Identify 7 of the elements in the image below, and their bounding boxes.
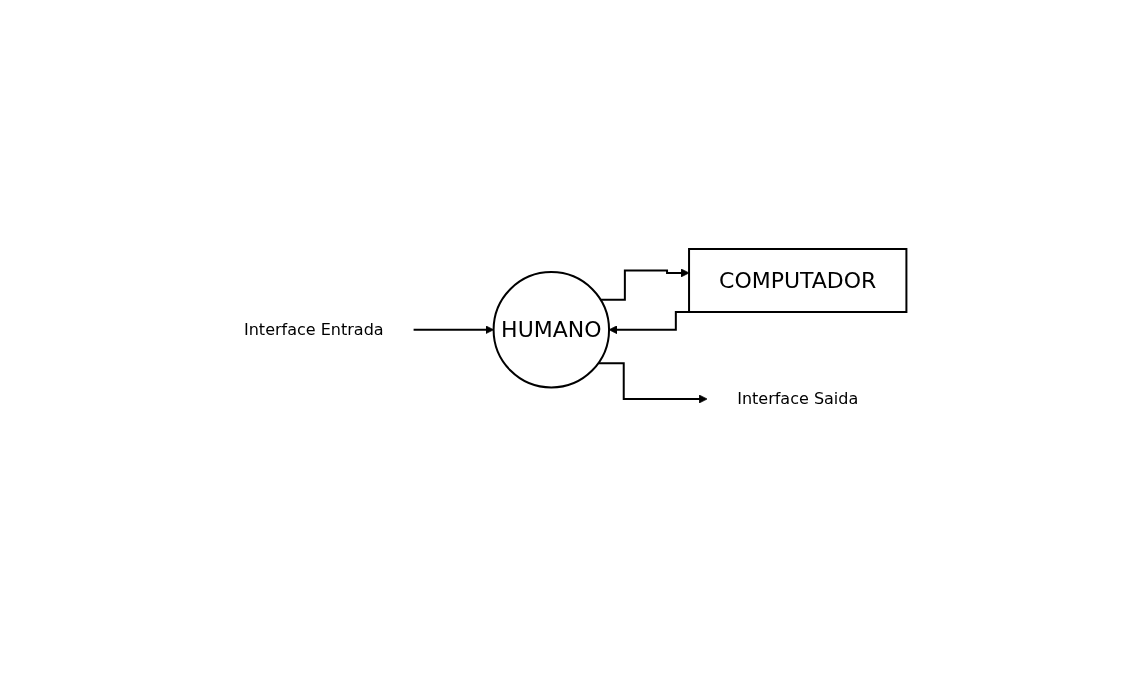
arrow [597,362,708,404]
arrow [412,325,495,335]
node-circle: HUMANO [492,271,611,389]
node-box: COMPUTADOR [688,248,908,313]
arrow [600,268,690,301]
node-text: Interface Entrada [244,319,384,339]
node-text: Interface Saida [737,389,859,408]
